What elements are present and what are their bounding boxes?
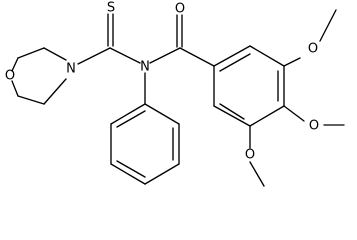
bond-carbonyl-c-ring (179, 47, 215, 67)
bond-methoxy-top-o (283, 57, 301, 67)
bond-ring2-2 (249, 45, 285, 67)
atom-amide-oxygen: O (175, 2, 185, 17)
atom-methoxy-oxygen-bottom: O (245, 148, 255, 163)
bond-phenyl-1 (144, 103, 180, 125)
bond-morph-c-o-upper (11, 57, 19, 72)
bond-phenyl-3 (144, 163, 180, 185)
bond-phenyl-4 (110, 163, 146, 185)
bond-morph-c-c-lower (17, 95, 45, 105)
bond-methoxy-bot-me (249, 161, 265, 187)
bond-ring2-inner-a (219, 53, 251, 72)
atom-sulfur: S (107, 1, 115, 16)
bond-methoxy-top-me (319, 9, 337, 42)
bond-n-carbonyl-c (149, 47, 181, 64)
bond-ring2-1 (213, 45, 251, 67)
atom-thioamide-nitrogen: N (140, 60, 150, 75)
structure-diagram: S O O N N O O O (5, 1, 345, 187)
bonds (11, 9, 345, 187)
bond-phenyl-6 (110, 103, 146, 125)
atom-labels: S O O N N O O O (5, 1, 319, 163)
bond-ring2-inner-c (219, 103, 245, 120)
bond-morph-c-n-lower (43, 78, 67, 105)
bond-morph-n-thio-c (77, 47, 111, 65)
bond-morph-c-c-upper (17, 47, 45, 59)
atom-morpholine-nitrogen: N (66, 62, 76, 77)
bond-methoxy-mid-o (283, 105, 305, 122)
atom-methoxy-oxygen-middle: O (309, 119, 319, 134)
bond-thio-c-n (109, 47, 141, 64)
bond-morph-n-c-upper (43, 47, 67, 61)
atom-methoxy-oxygen-top: O (308, 42, 318, 57)
bond-ring2-4 (249, 105, 285, 127)
bond-ring2-5 (213, 105, 251, 127)
bond-morph-o-c-lower (11, 80, 19, 97)
bond-phenyl-inner-b (116, 160, 146, 178)
bond-phenyl-inner-c (116, 110, 146, 128)
atom-morpholine-oxygen: O (5, 69, 15, 84)
